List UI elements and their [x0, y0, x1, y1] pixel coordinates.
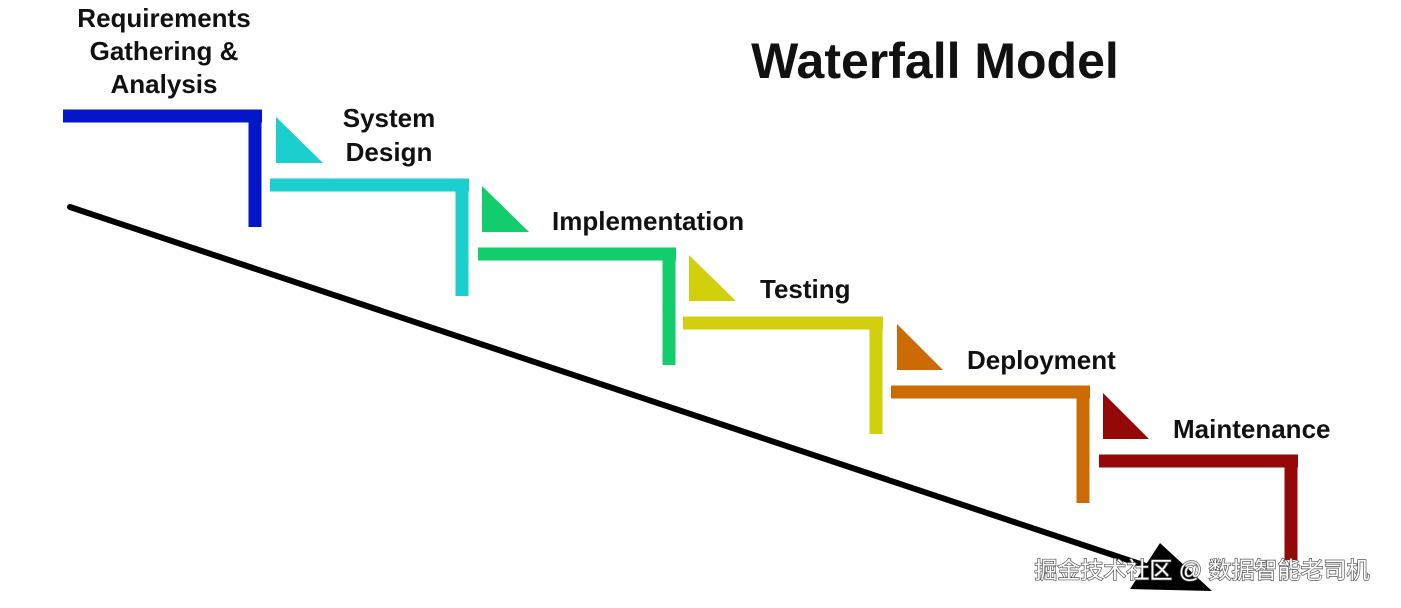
timeline-arrow-line [67, 204, 1158, 572]
stage-4-label-line: Testing [760, 274, 851, 304]
stage-5-triangle-marker [897, 324, 943, 370]
diagram-title: Waterfall Model [751, 33, 1119, 89]
stage-3-label: Implementation [552, 206, 744, 236]
stage-4-triangle-marker [689, 255, 736, 301]
stage-6-label-line: Maintenance [1173, 414, 1331, 444]
stage-1-vertical-drop [248, 109, 262, 227]
stage-4-label: Testing [760, 274, 851, 304]
stage-4-vertical-drop [869, 316, 883, 434]
stage-4-horizontal-bar [683, 316, 883, 330]
stage-5-label-line: Deployment [967, 345, 1116, 375]
stage-5-horizontal-bar [891, 385, 1090, 399]
stage-4: Testing [683, 255, 883, 434]
stage-6-horizontal-bar [1099, 454, 1298, 468]
stage-3-horizontal-bar [478, 247, 676, 261]
stage-5: Deployment [891, 324, 1116, 503]
stage-1-label-line: Gathering & [90, 36, 239, 66]
stage-6-triangle-marker [1103, 393, 1149, 439]
stage-3: Implementation [478, 186, 744, 365]
stage-3-label-line: Implementation [552, 206, 744, 236]
stage-3-vertical-drop [662, 247, 676, 365]
stage-3-triangle-marker [482, 186, 529, 232]
stage-1-horizontal-bar [63, 109, 262, 123]
stage-5-label: Deployment [967, 345, 1116, 375]
timeline-arrow-head [1130, 543, 1212, 591]
stage-2-label-line: Design [346, 137, 433, 167]
stage-1-label-line: Analysis [111, 69, 218, 99]
stage-1-label-line: Requirements [77, 3, 250, 33]
stage-6-vertical-drop [1284, 454, 1298, 560]
stage-5-vertical-drop [1076, 385, 1090, 503]
stage-2-triangle-marker [276, 117, 323, 163]
stage-2-vertical-drop [455, 178, 469, 296]
stage-6: Maintenance [1099, 393, 1331, 560]
stage-2-horizontal-bar [270, 178, 469, 192]
stage-2-label-line: System [343, 103, 436, 133]
stage-6-label: Maintenance [1173, 414, 1331, 444]
watermark-text: 掘金技术社区 @ 数据智能老司机 [1034, 557, 1369, 583]
